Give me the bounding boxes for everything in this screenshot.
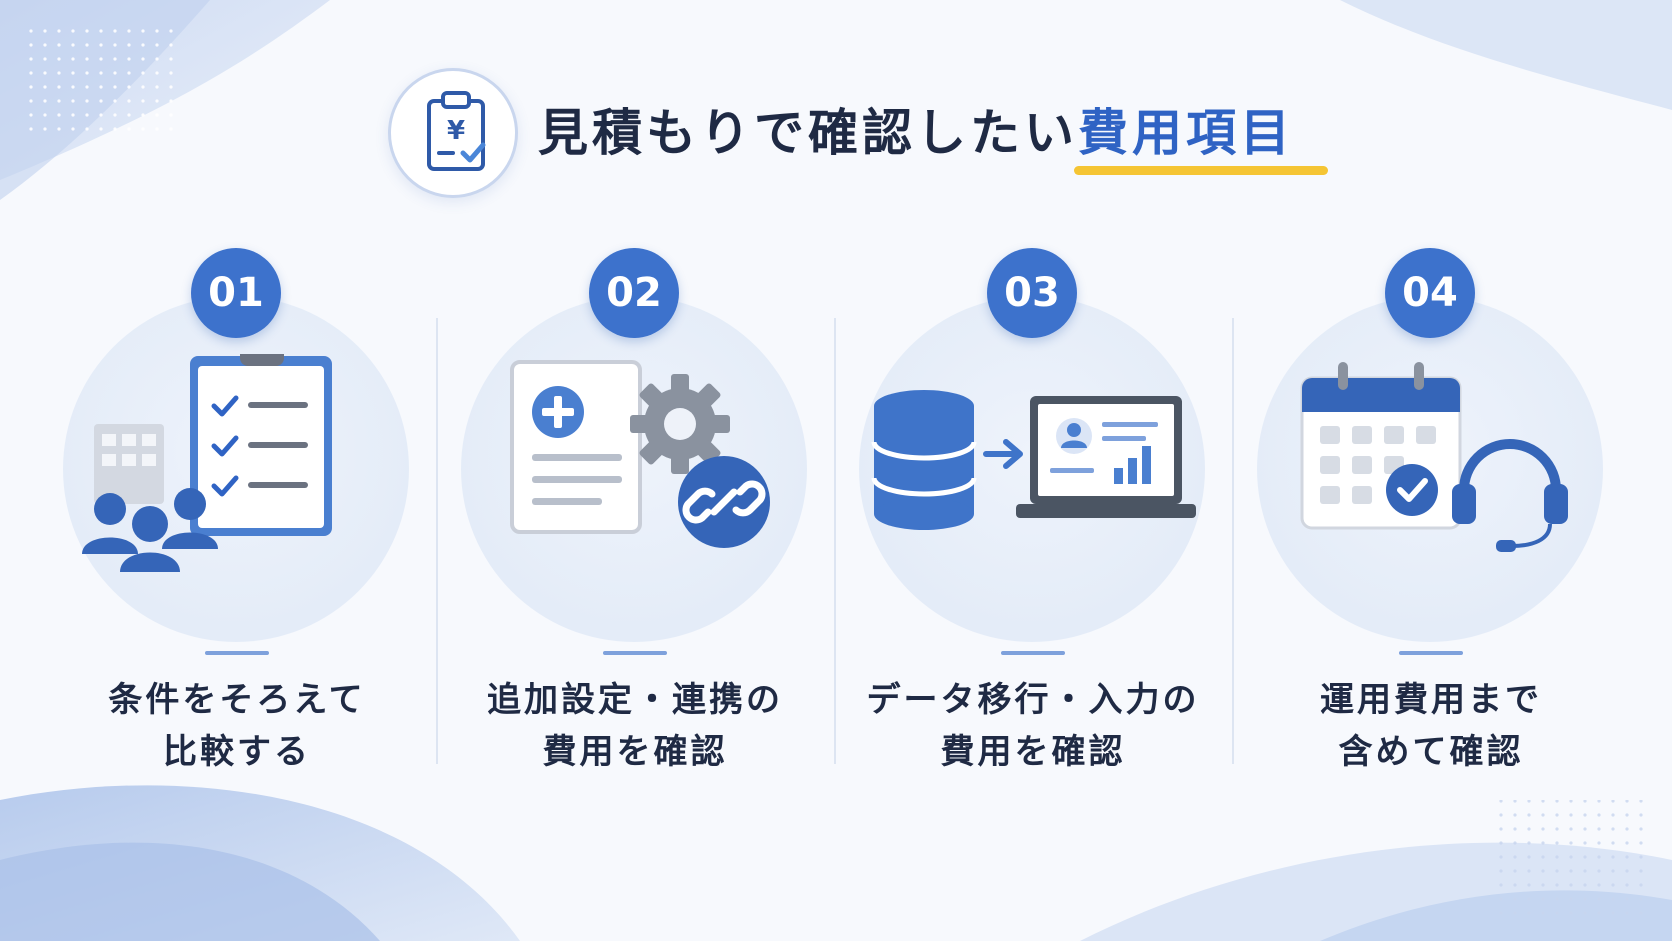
step-number: 04 (1385, 248, 1475, 338)
step-dash (1399, 651, 1463, 655)
divider (436, 318, 438, 764)
step-label-line1: 条件をそろえて (108, 680, 366, 720)
step-card-02: 02 (436, 244, 834, 784)
step-label-line2: 費用を確認 (542, 732, 728, 772)
step-dash (205, 651, 269, 655)
divider (834, 318, 836, 764)
title-underline (1074, 166, 1328, 175)
step-label-line2: 含めて確認 (1338, 732, 1524, 772)
step-number: 01 (191, 248, 281, 338)
yen-symbol: ¥ (447, 116, 465, 146)
clipboard-yen-icon: ¥ (427, 91, 486, 171)
step-card-04: 04 運用費用まで 含めて確認 (1232, 244, 1630, 784)
step-number: 02 (589, 248, 679, 338)
header-badge: ¥ (388, 68, 518, 198)
title-main: 見積もりで確認したい (538, 104, 1078, 162)
step-label-line2: 比較する (163, 732, 311, 772)
step-label: 運用費用まで 含めて確認 (1232, 674, 1630, 778)
step-label-line1: 追加設定・連携の (487, 680, 783, 720)
page-title: 見積もりで確認したい費用項目 (538, 98, 1294, 168)
step-label: 追加設定・連携の 費用を確認 (436, 674, 834, 778)
divider (1232, 318, 1234, 764)
step-number: 03 (987, 248, 1077, 338)
step-dash (603, 651, 667, 655)
step-dash (1001, 651, 1065, 655)
step-label-line1: 運用費用まで (1320, 680, 1542, 720)
calendar-headset-icon (1300, 362, 1568, 552)
step-label-line1: データ移行・入力の (866, 680, 1200, 720)
step-label: 条件をそろえて 比較する (38, 674, 436, 778)
step-label: データ移行・入力の 費用を確認 (834, 674, 1232, 778)
database-laptop-icon (871, 390, 1196, 530)
title-highlight: 費用項目 (1078, 104, 1294, 162)
header: ¥ 見積もりで確認したい費用項目 (0, 68, 1672, 198)
document-gear-link-icon (510, 360, 770, 548)
step-label-line2: 費用を確認 (940, 732, 1126, 772)
step-card-01: 01 条件をそろえて 比較する (38, 244, 436, 784)
clipboard-checklist-icon (82, 354, 332, 572)
step-card-03: 03 データ移行・入力の 費用を確認 (834, 244, 1232, 784)
